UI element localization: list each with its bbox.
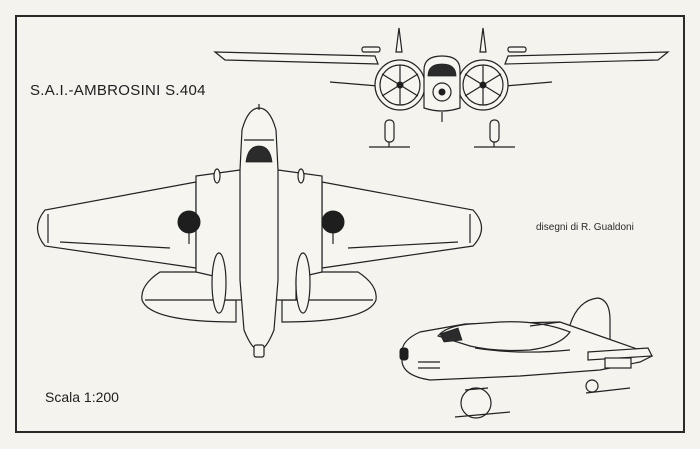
right-wing-roundel	[321, 210, 345, 234]
front-view-right-fin	[479, 27, 487, 53]
side-view-tail-wheel	[585, 379, 599, 393]
plan-view	[36, 104, 483, 358]
front-view-landing-gear	[369, 119, 515, 148]
front-view-right-wing	[504, 51, 670, 65]
plan-view-right-nacelle	[295, 252, 311, 314]
front-view-left-wing	[213, 51, 379, 65]
drawing-credit: disegni di R. Gualdoni	[536, 222, 634, 233]
aircraft-title: S.A.I.-AMBROSINI S.404	[30, 82, 206, 99]
plan-view-right-wing	[321, 181, 483, 269]
drawing-scale: Scala 1:200	[45, 389, 119, 405]
front-view-right-propeller	[464, 65, 502, 105]
front-view-left-fin	[395, 27, 403, 53]
plan-view-left-nacelle	[211, 252, 227, 314]
side-view-main-wheel	[460, 387, 492, 419]
drawing-frame	[15, 15, 685, 433]
side-view	[399, 297, 654, 419]
plan-view-fuselage	[239, 107, 279, 351]
side-view-canopy	[436, 321, 571, 352]
front-view	[213, 27, 670, 148]
plan-view-left-wing	[36, 181, 197, 269]
front-view-left-propeller	[381, 65, 419, 105]
left-wing-roundel	[177, 210, 201, 234]
